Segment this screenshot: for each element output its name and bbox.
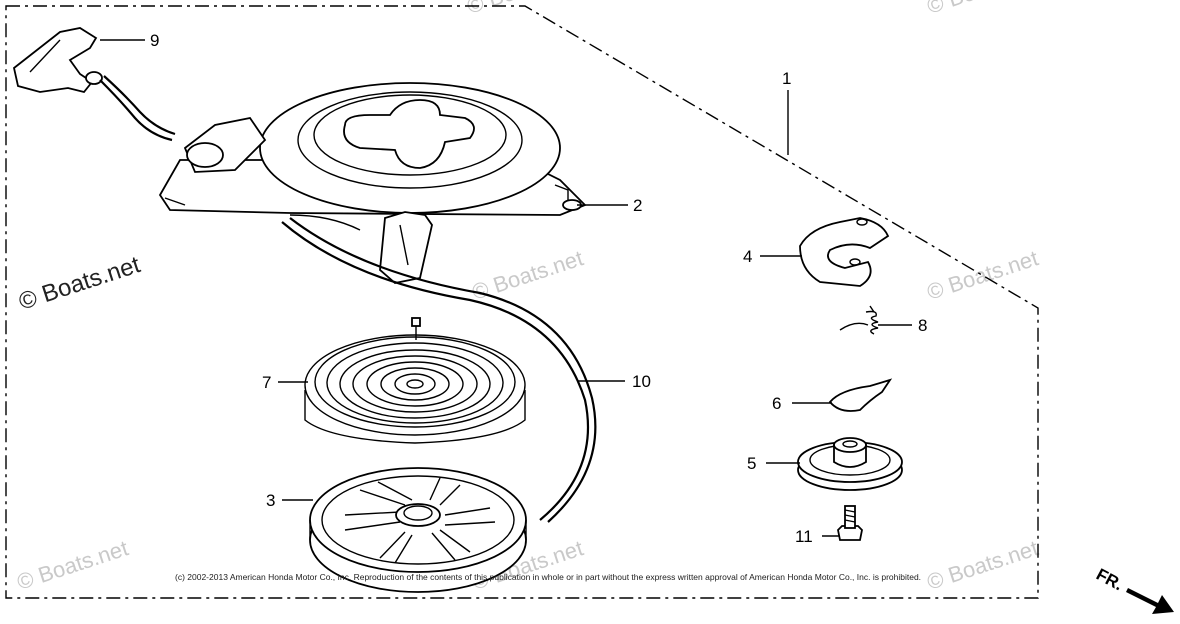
recoil-spring — [304, 317, 526, 444]
callouts: 9 2 1 4 8 6 5 11 7 10 3 — [150, 31, 927, 546]
callout-3: 3 — [266, 491, 275, 510]
callout-6: 6 — [772, 394, 781, 413]
starter-rope — [99, 75, 597, 523]
front-direction-indicator: FR. — [1093, 565, 1174, 614]
watermark-layer: © Boats.net © Boats.net © Boats.net © Bo… — [14, 0, 1041, 595]
friction-plate — [797, 437, 903, 491]
bolt — [837, 505, 863, 541]
ratchet-spring — [839, 305, 879, 335]
copyright-notice: (c) 2002-2013 American Honda Motor Co., … — [175, 572, 921, 582]
watermark: © Boats.net — [14, 535, 131, 594]
ratchet — [799, 217, 890, 287]
callout-4: 4 — [743, 247, 752, 266]
direction-label: FR. — [1093, 565, 1126, 595]
watermark: © Boats.net — [924, 245, 1041, 304]
callout-7: 7 — [262, 373, 271, 392]
watermark: © Boats.net — [924, 0, 1041, 19]
callout-5: 5 — [747, 454, 756, 473]
watermark: © Boats.net — [924, 535, 1041, 594]
callout-10: 10 — [632, 372, 651, 391]
starter-reel — [309, 467, 527, 593]
callout-8: 8 — [918, 316, 927, 335]
leader-lines — [100, 39, 912, 537]
watermark: © Boats.net — [464, 0, 581, 19]
callout-9: 9 — [150, 31, 159, 50]
callout-2: 2 — [633, 196, 642, 215]
callout-1: 1 — [782, 69, 791, 88]
arrow-right-down-icon — [1126, 588, 1174, 614]
friction-clip — [828, 378, 893, 412]
watermark: © Boats.net — [469, 245, 586, 304]
callout-11: 11 — [795, 527, 813, 546]
starter-case — [158, 82, 587, 284]
watermark-main: © Boats.net — [16, 251, 144, 316]
starter-handle — [12, 27, 103, 94]
assembly-boundary — [5, 5, 1039, 599]
